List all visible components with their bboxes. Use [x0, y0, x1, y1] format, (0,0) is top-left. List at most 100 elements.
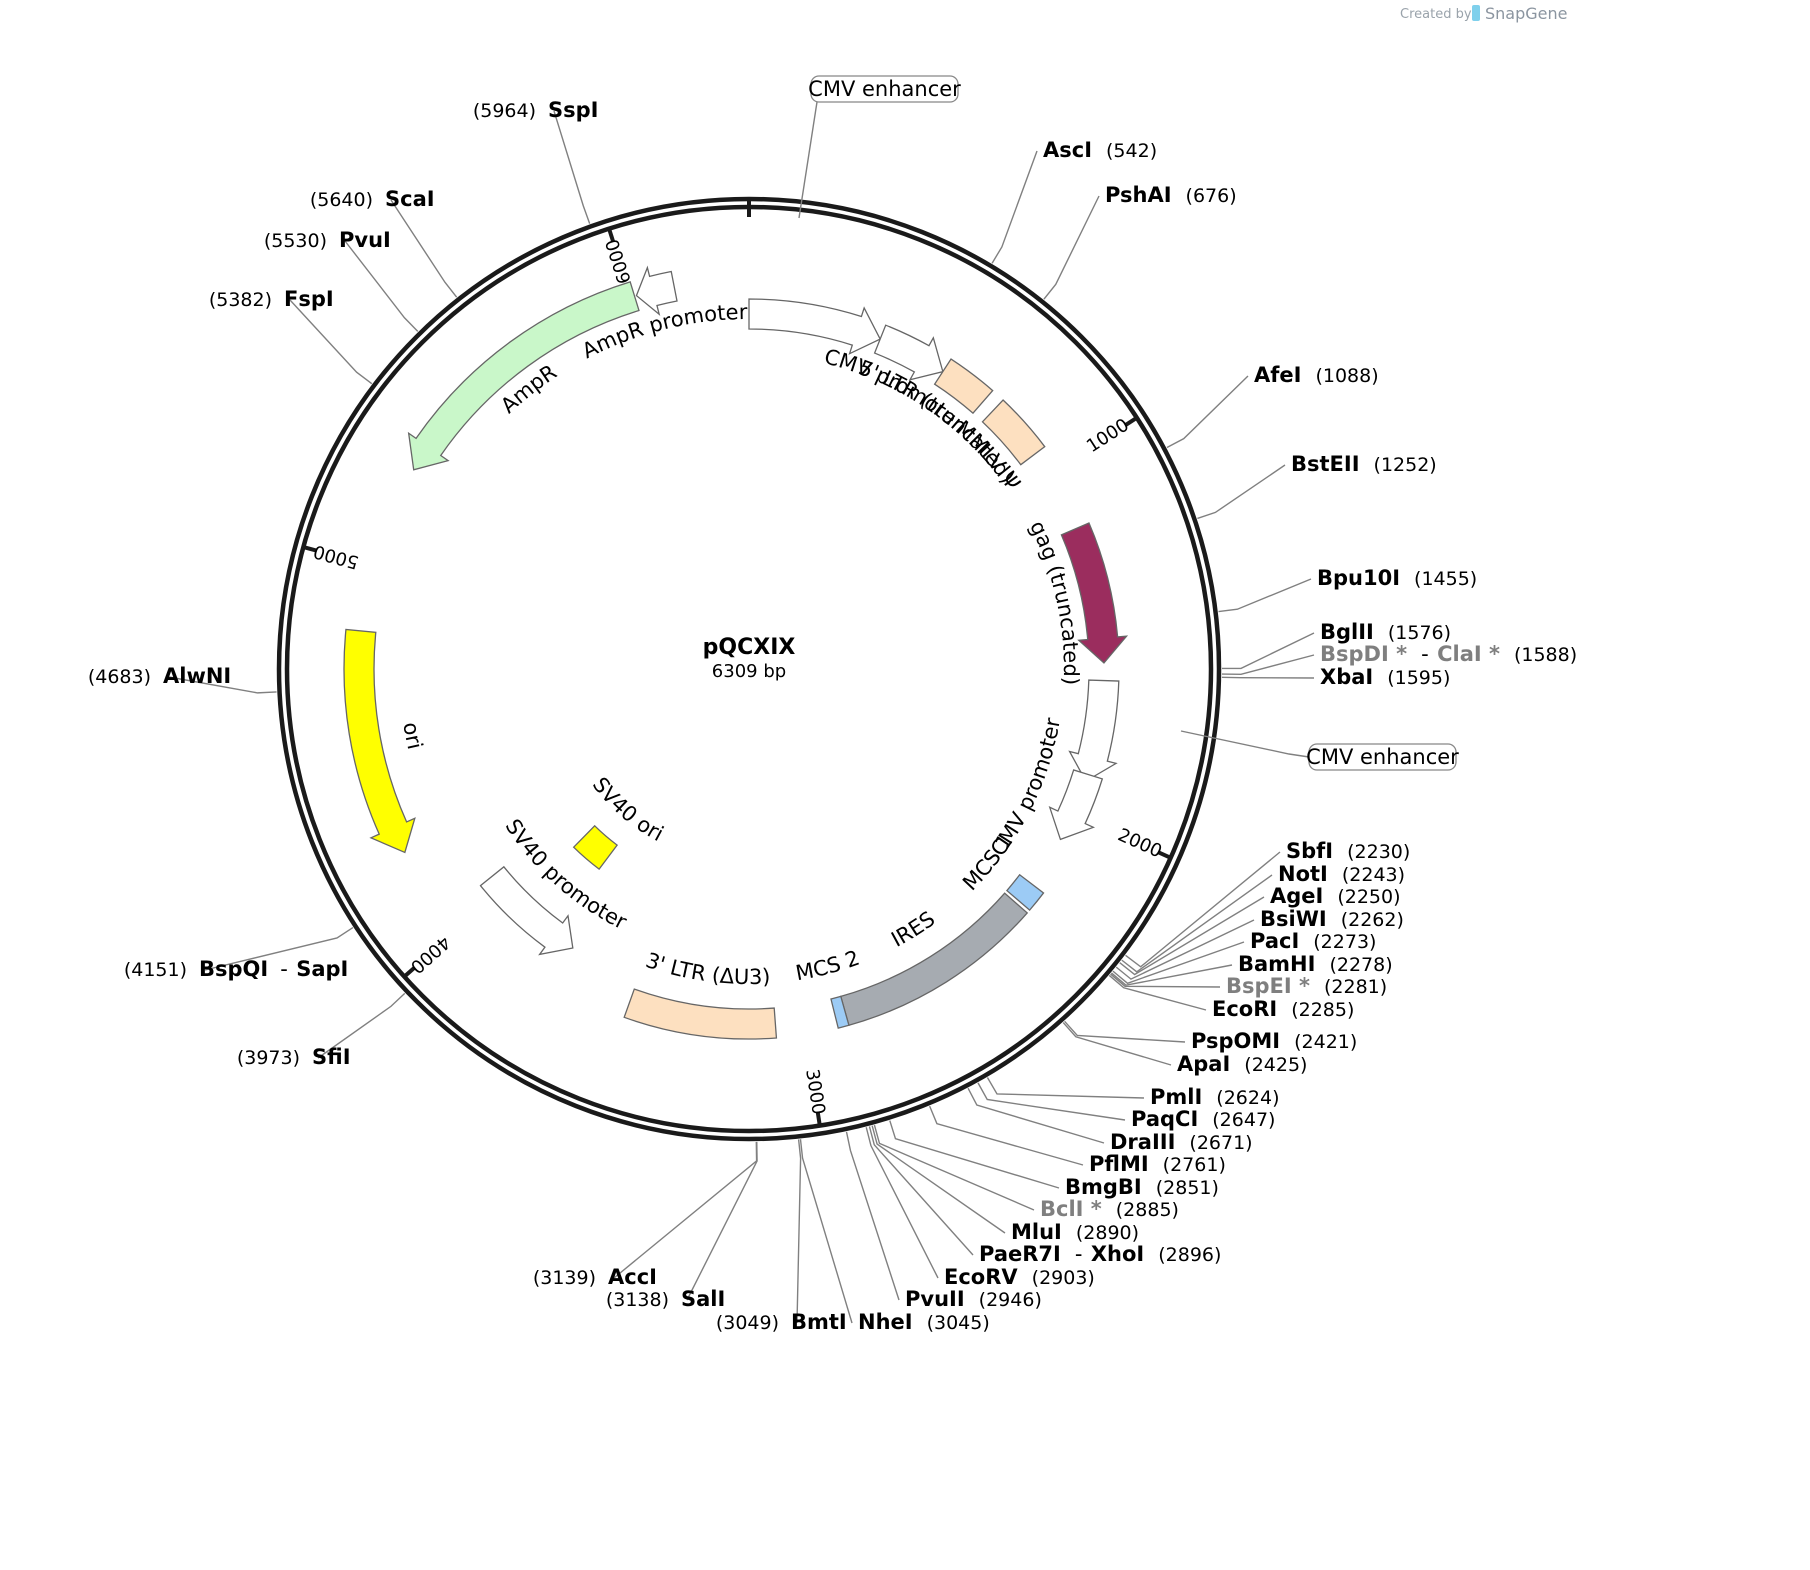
- site-name: PflMI: [1089, 1152, 1149, 1176]
- site-position: (2250): [1337, 886, 1400, 908]
- site-leader-pflmi: [929, 1105, 1084, 1166]
- site-apai: ApaI(2425): [1177, 1052, 1307, 1076]
- site-name: Bpu10I: [1317, 566, 1400, 590]
- site-agei: AgeI(2250): [1270, 884, 1401, 908]
- site-position: (2285): [1291, 999, 1354, 1021]
- site-leader-xbai: [1221, 676, 1315, 679]
- site-leader-sfii: [317, 992, 406, 1059]
- site-name: ScaI: [385, 187, 435, 211]
- site-leader-paci: [1112, 941, 1245, 985]
- site-pvui: PvuI (5530): [264, 228, 391, 252]
- site-leader-noti: [1121, 874, 1273, 973]
- site-bamhi: BamHI(2278): [1238, 952, 1393, 976]
- site-leader-bspei: [1110, 973, 1221, 988]
- site-paer7i: PaeR7I-XhoI(2896): [979, 1242, 1221, 1266]
- feature-cmv-enhancer-top: [748, 298, 882, 355]
- box-leader: [1180, 730, 1310, 758]
- site-ecori: EcoRI(2285): [1212, 997, 1354, 1021]
- site-name-2: SapI: [296, 957, 348, 981]
- site-name: PvuII: [905, 1287, 965, 1311]
- site-name: PaqCI: [1131, 1107, 1198, 1131]
- site-leader-bsteii: [1197, 464, 1286, 520]
- feature-label-text-mcs-2: MCS 2: [794, 946, 863, 986]
- site-leader-mlui: [871, 1125, 1006, 1234]
- site-name: BspEI *: [1226, 974, 1310, 998]
- site-position: (1595): [1387, 667, 1450, 689]
- site-position: (2624): [1216, 1087, 1279, 1109]
- site-name: AlwNI: [163, 664, 231, 688]
- site-leader-pshai: [1043, 195, 1100, 300]
- site-leader-ecorv: [865, 1127, 939, 1279]
- site-name: DraIII: [1110, 1130, 1175, 1154]
- site-leader-paer7i: [868, 1126, 974, 1256]
- feature-sv40-promoter: [479, 865, 574, 956]
- site-position: (2262): [1341, 909, 1404, 931]
- site-position: (1455): [1414, 568, 1477, 590]
- site-name: EcoRV: [944, 1265, 1018, 1289]
- site-leader-bsiwi: [1115, 919, 1255, 980]
- site-leader-bspdi: [1221, 654, 1315, 675]
- site-position: (1576): [1388, 622, 1451, 644]
- restriction-sites: SspI(5964)ScaI(5640)PvuI(5530)FspI(5382)…: [88, 98, 1577, 1334]
- site-separator: -: [1075, 1242, 1083, 1266]
- site-position: (3138): [606, 1289, 669, 1311]
- site-name: AscI: [1043, 138, 1092, 162]
- site-name: BspDI *: [1320, 642, 1407, 666]
- site-bsiwi: BsiWI(2262): [1260, 907, 1404, 931]
- site-position: (676): [1186, 185, 1237, 207]
- site-leader-sbfi: [1125, 851, 1281, 968]
- site-leader-sspi: [553, 110, 591, 224]
- site-name: SfiI: [312, 1045, 351, 1069]
- site-leader-bmti: [796, 1139, 802, 1324]
- site-name: NotI: [1278, 862, 1328, 886]
- tick-3000: [815, 1111, 822, 1126]
- feature-5-ltr: [933, 358, 994, 415]
- feature-cmv-promoter-top: [873, 324, 944, 381]
- site-leader-nhei: [799, 1139, 853, 1324]
- site-position: (3045): [927, 1312, 990, 1334]
- site-name: SbfI: [1286, 839, 1333, 863]
- site-draiii: DraIII(2671): [1110, 1130, 1253, 1154]
- box-text: CMV enhancer: [1306, 745, 1459, 769]
- site-position: (5530): [264, 230, 327, 252]
- credit-created-by: Created by: [1400, 7, 1472, 22]
- site-name: PvuI: [339, 228, 391, 252]
- site-leader-pmli: [986, 1077, 1145, 1099]
- site-name: BmgBI: [1065, 1175, 1142, 1199]
- site-position: (2425): [1244, 1054, 1307, 1076]
- box-text: CMV enhancer: [808, 77, 961, 101]
- feature-sv40-ori: [572, 824, 619, 871]
- tick-label-5000: 5000: [311, 540, 361, 572]
- tick-4000: [403, 965, 417, 979]
- site-name: SalI: [681, 1287, 725, 1311]
- feature-label-3-ltr: 3' LTR (ΔU3): [643, 948, 771, 989]
- snapgene-logo-icon: [1472, 5, 1480, 21]
- site-bpu10i: Bpu10I (1455): [1317, 566, 1477, 590]
- site-leader-scai: [390, 199, 458, 298]
- site-position: (2946): [979, 1289, 1042, 1311]
- site-position: (2243): [1342, 864, 1405, 886]
- box-frame: [1308, 743, 1457, 771]
- site-leader-acci: [613, 1141, 758, 1279]
- tick-label-2000: 2000: [1115, 825, 1165, 863]
- site-bcli: BclI *(2885): [1040, 1197, 1179, 1221]
- site-position: (2890): [1076, 1222, 1139, 1244]
- site-pshai: PshAI(676): [1105, 183, 1237, 207]
- feature-label-text-mcs-1: MCS 1: [958, 830, 1017, 896]
- site-leader-bmgbi: [889, 1120, 1060, 1189]
- site-name: PspOMI: [1191, 1029, 1280, 1053]
- site-leader-asci: [991, 150, 1038, 264]
- site-bspdi: BspDI *-ClaI *(1588): [1320, 642, 1577, 666]
- site-name: BspQI: [199, 957, 268, 981]
- feature-label-text-ires: IRES: [887, 907, 939, 952]
- site-position: (1588): [1514, 644, 1577, 666]
- site-paci: PacI(2273): [1250, 929, 1376, 953]
- label-path-mmlv-psi: [895, 390, 1042, 555]
- feature-label-text-ori: ori: [398, 720, 427, 751]
- site-position: (5640): [310, 189, 373, 211]
- plasmid-center-label: pQCXIX 6309 bp: [703, 635, 796, 682]
- site-pvuii: PvuII (2946): [905, 1287, 1042, 1311]
- feature-ampr-promoter: [635, 265, 678, 316]
